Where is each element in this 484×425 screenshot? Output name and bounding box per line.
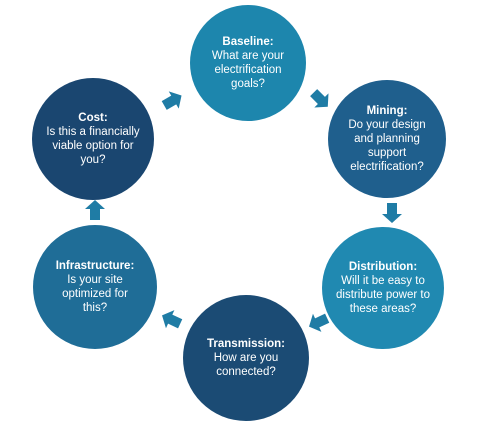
distribution-description: Will it be easy to distribute power to t…: [336, 275, 430, 315]
mining-description: Do your design and planning support elec…: [348, 119, 426, 173]
cost-description: Is this a financially viable option for …: [46, 126, 140, 166]
arrow-infrastructure-to-cost: [85, 200, 105, 220]
infrastructure-description: Is your site optimized for this?: [62, 274, 128, 314]
transmission-title: Transmission:: [207, 338, 285, 350]
baseline-description: What are your electrification goals?: [211, 50, 285, 90]
arrow-transmission-to-infrastructure: [162, 310, 183, 329]
cost-node: Cost: Is this a financially viable optio…: [32, 78, 154, 200]
mining-title: Mining:: [366, 105, 408, 117]
cost-title: Cost:: [78, 112, 108, 124]
arrow-distribution-to-transmission: [309, 313, 330, 332]
mining-node: Mining: Do your design and planning supp…: [328, 80, 446, 198]
infrastructure-title: Infrastructure:: [55, 260, 135, 272]
arrow-cost-to-baseline: [161, 91, 182, 110]
baseline-title: Baseline:: [222, 36, 274, 48]
arrow-mining-to-distribution: [382, 203, 402, 223]
distribution-node: Distribution: Will it be easy to distrib…: [322, 227, 444, 349]
arrow-baseline-to-mining: [310, 89, 329, 108]
transmission-description: How are you connected?: [213, 352, 279, 378]
transmission-node: Transmission: How are you connected?: [183, 295, 309, 421]
baseline-node: Baseline: What are your electrification …: [190, 5, 306, 121]
distribution-title: Distribution:: [348, 261, 418, 273]
infrastructure-node: Infrastructure: Is your site optimized f…: [33, 225, 157, 349]
